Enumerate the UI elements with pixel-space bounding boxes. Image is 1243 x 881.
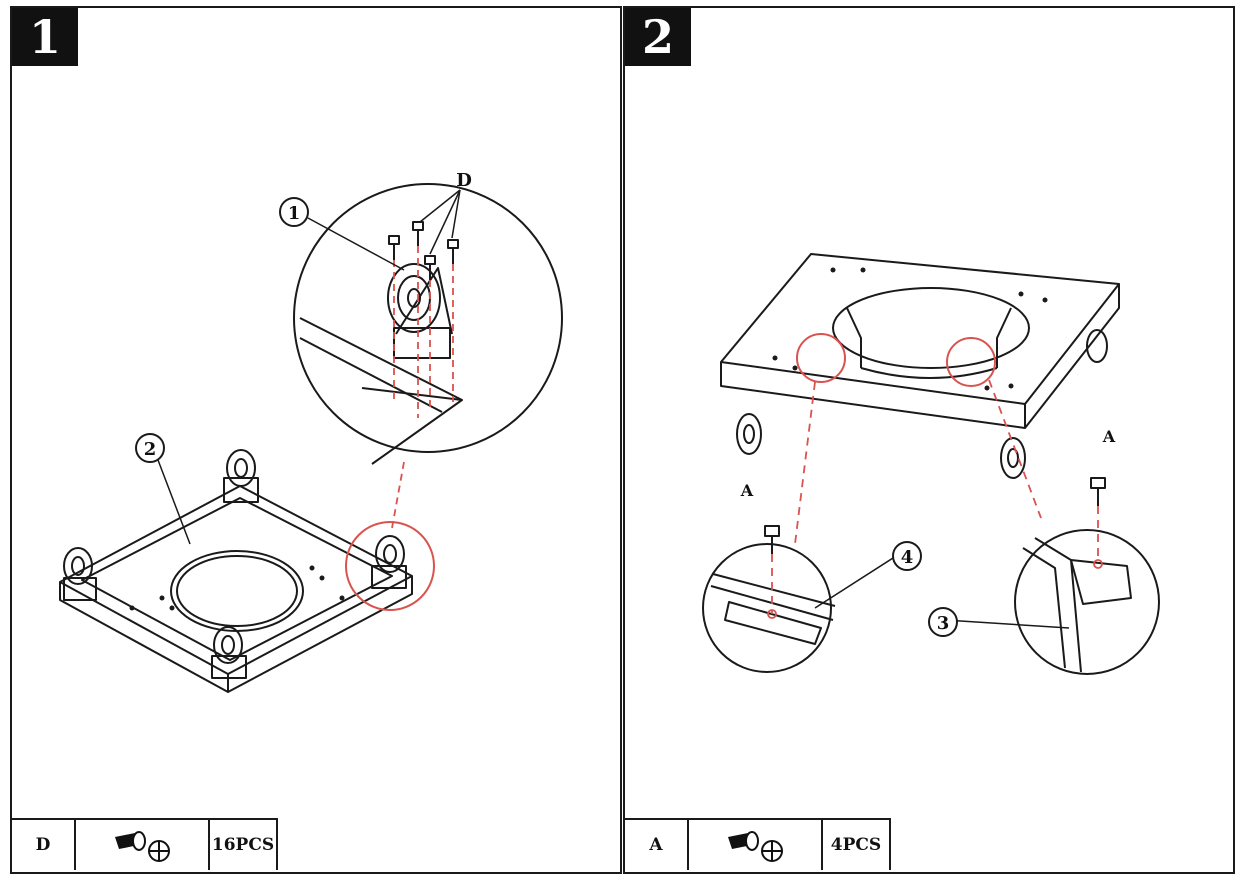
step-1-panel: 1 [10, 6, 622, 874]
callout-4: 4 [901, 547, 914, 568]
callout-A-left: A [740, 481, 754, 500]
callout-3-circle [928, 607, 958, 637]
caster-front [211, 626, 247, 679]
assembled-base [720, 253, 1120, 429]
legend-code: D [12, 820, 76, 870]
legend-quantity: 16PCS [210, 820, 278, 870]
screw-icon [76, 820, 210, 870]
hardware-legend: D 16PCS [12, 818, 278, 872]
screw-icon [689, 820, 823, 870]
callout-2: 2 [144, 439, 157, 460]
callout-D: D [456, 170, 472, 191]
caster-back [223, 449, 259, 503]
caster-front-left [736, 413, 762, 455]
callout-2-circle [135, 433, 165, 463]
callout-1: 1 [288, 203, 301, 224]
step-number-badge: 1 [12, 8, 78, 66]
screw-D-set [388, 221, 459, 280]
caster-left [63, 547, 97, 601]
step-2-drawing: 4 3 A A [702, 253, 1160, 675]
callout-4-circle [892, 541, 922, 571]
callout-A-right: A [1102, 427, 1116, 446]
caster-front-right [1000, 437, 1026, 479]
detail-highlight-circle [345, 521, 435, 611]
legend-quantity: 4PCS [823, 820, 891, 870]
callout-1-circle [279, 197, 309, 227]
caster-right [371, 535, 407, 589]
step-number-badge: 2 [625, 8, 691, 66]
callout-3: 3 [937, 613, 950, 634]
caster-back-right [1086, 329, 1108, 363]
legend-code: A [625, 820, 689, 870]
step-1-drawing: 1 2 D [59, 170, 563, 693]
step-2-panel: 2 [623, 6, 1235, 874]
hardware-legend: A 4PCS [625, 818, 891, 872]
